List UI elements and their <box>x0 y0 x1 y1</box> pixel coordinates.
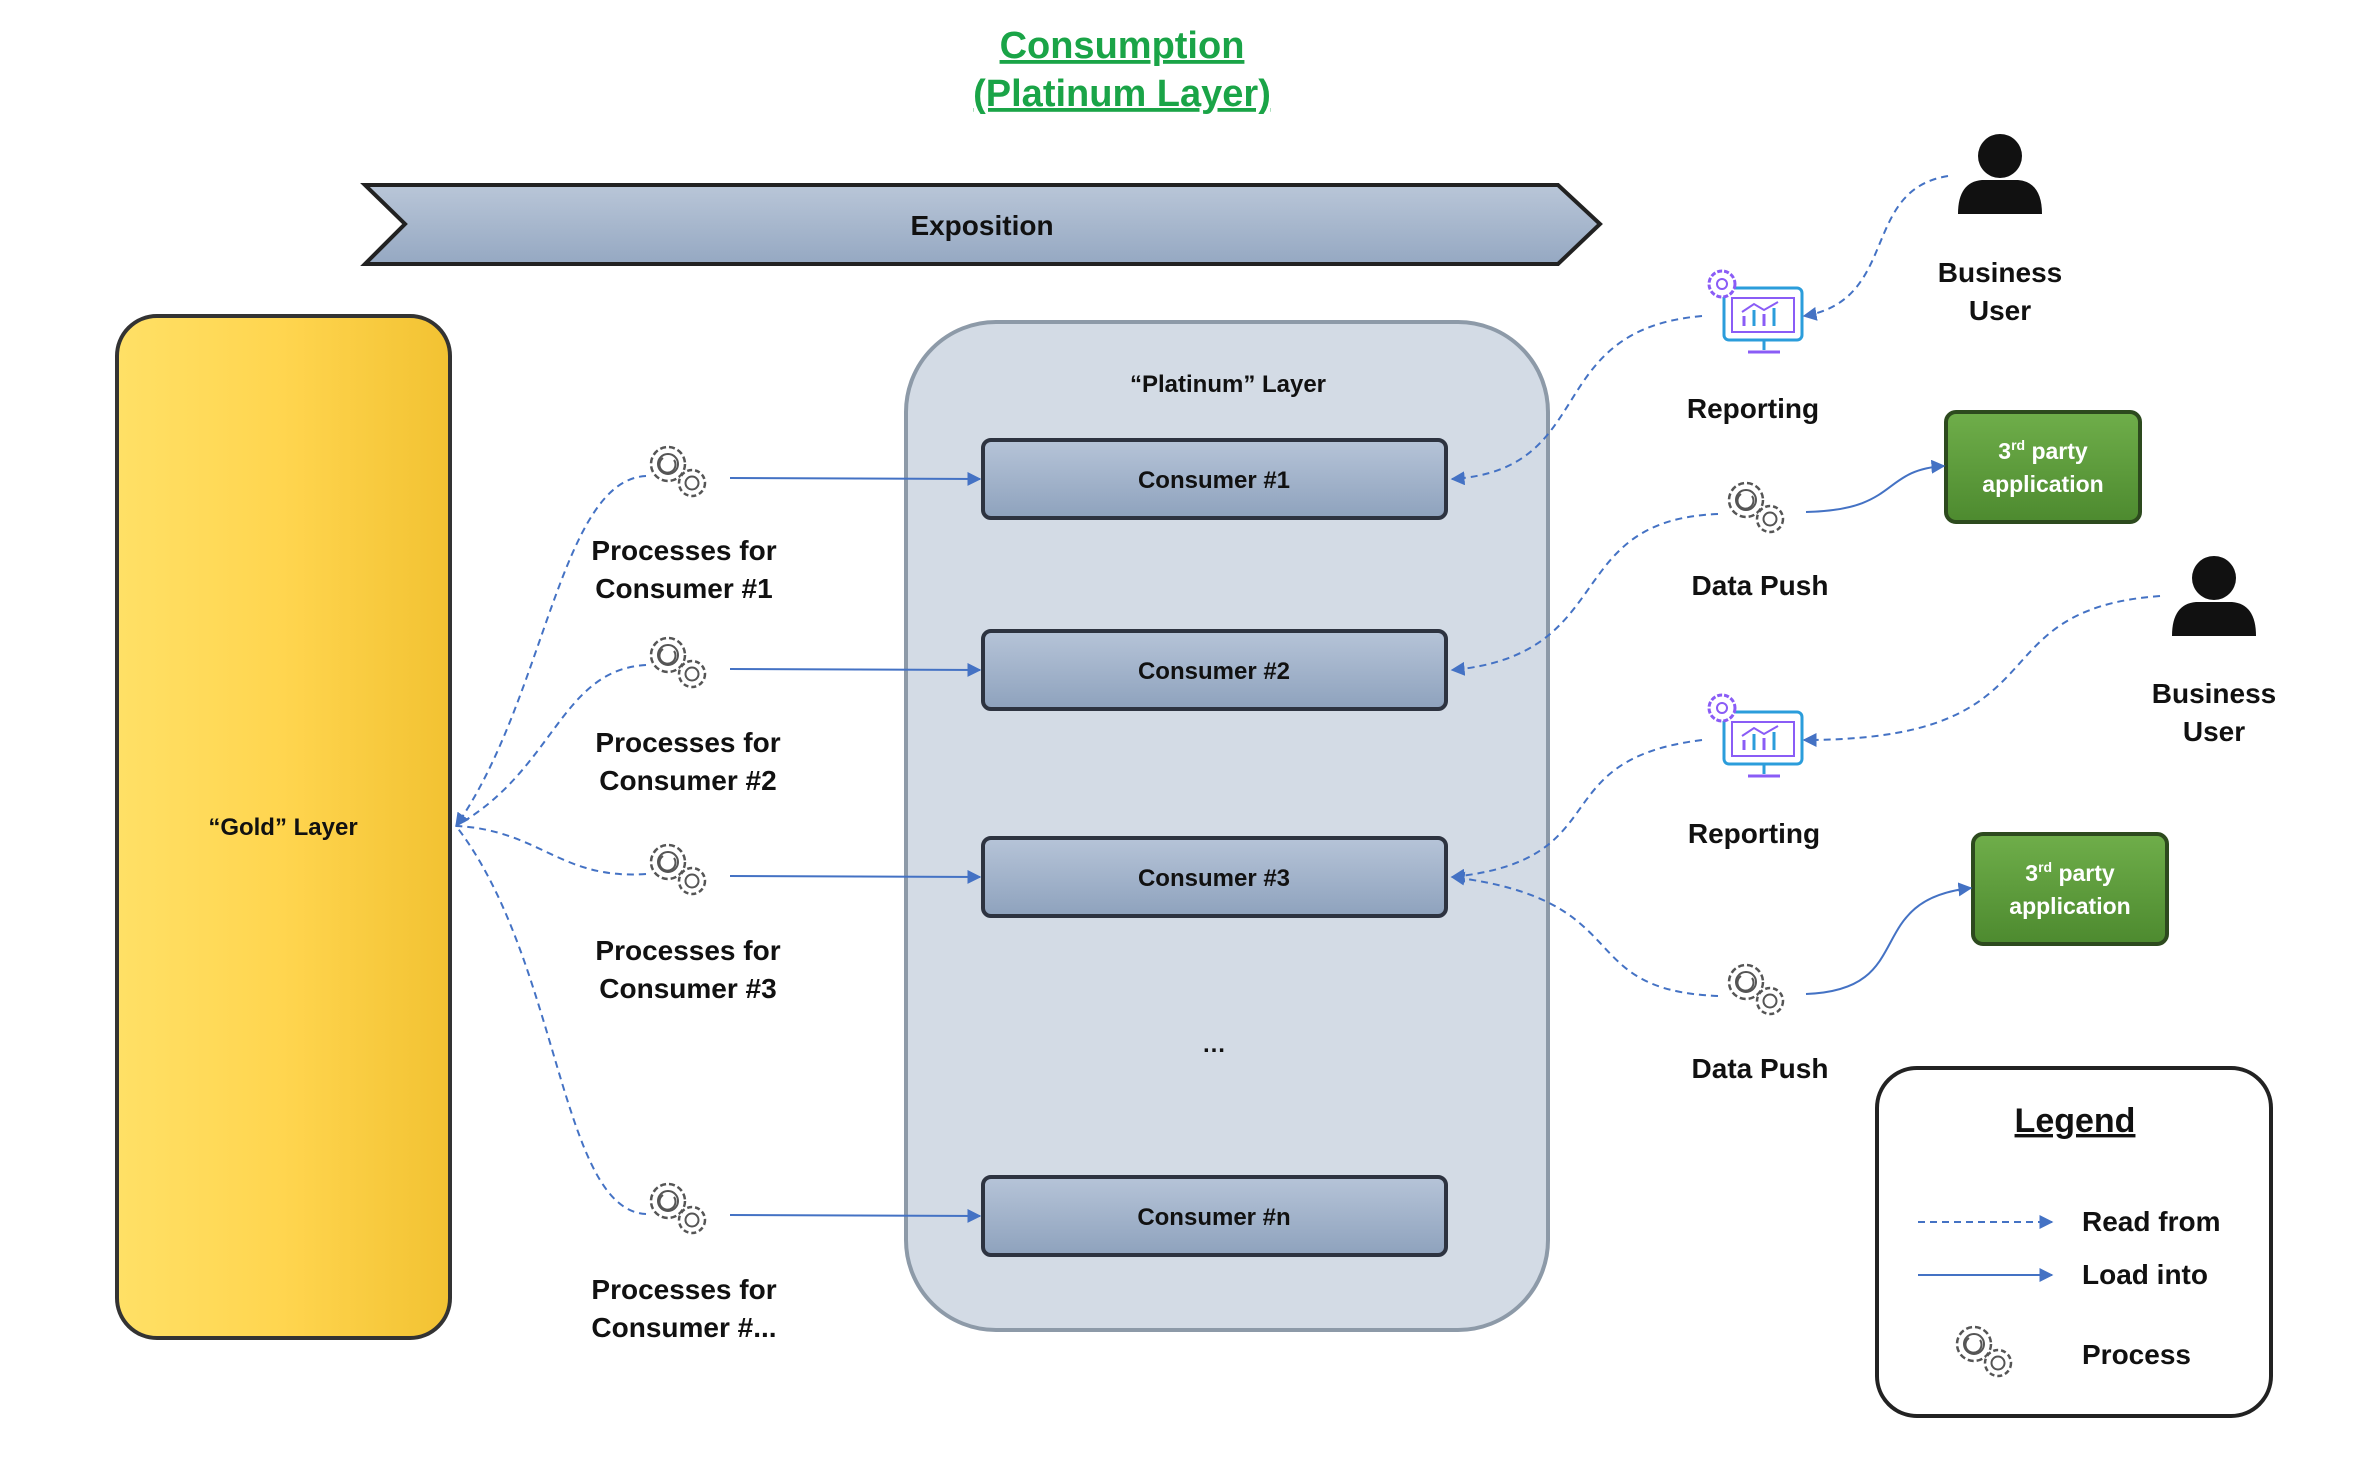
third-party-1-rest: party <box>2025 438 2088 464</box>
business-user-1-line2: User <box>1969 295 2031 326</box>
load-arrow-thirdparty-2 <box>1805 882 1973 995</box>
process-label-1a: Processes for <box>591 535 776 566</box>
gears-icon <box>1727 481 1785 534</box>
third-party-2-num: 3 <box>2025 860 2038 886</box>
svg-text:3rd party: 3rd party <box>1998 437 2088 464</box>
consumer-label-1: Consumer #1 <box>1138 467 1290 494</box>
load-arrow-3 <box>729 869 982 884</box>
process-label-1b: Consumer #1 <box>595 573 772 604</box>
load-arrow-2 <box>729 662 982 677</box>
business-user-2-line1: Business <box>2152 678 2277 709</box>
process-label-3a: Processes for <box>595 935 780 966</box>
consumer-label-3: Consumer #3 <box>1138 865 1290 892</box>
consumer-box-2: Consumer #2 <box>981 629 1448 711</box>
read-arrow-datapush-1 <box>1450 513 1719 676</box>
user-icon <box>1958 134 2042 214</box>
title-line-1: Consumption <box>1000 25 1245 67</box>
business-user-1-line1: Business <box>1938 257 2063 288</box>
reporting-1-label: Reporting <box>1687 393 1819 424</box>
business-user-2-line2: User <box>2183 716 2245 747</box>
title-line-2: (Platinum Layer) <box>973 73 1271 115</box>
gold-layer-label: “Gold” Layer <box>208 814 357 841</box>
data-push-1-label: Data Push <box>1692 570 1829 601</box>
read-arrow-datapush-2 <box>1450 871 1719 997</box>
reporting-monitor-icon <box>1707 269 1804 354</box>
platinum-layer: “Platinum” Layer <box>904 320 1550 1332</box>
read-arrow-reporting-2 <box>1450 739 1703 883</box>
gears-icon <box>649 445 707 498</box>
third-party-1-line2: application <box>1982 471 2103 497</box>
load-arrow-thirdparty-1 <box>1805 459 1946 513</box>
process-label-2a: Processes for <box>595 727 780 758</box>
read-arrow-reporting-1 <box>1450 315 1703 486</box>
third-party-app-1: 3rd party application <box>1944 410 2142 524</box>
load-arrow-n <box>729 1208 982 1223</box>
third-party-app-2: 3rd party application <box>1971 832 2169 946</box>
load-arrow-1 <box>729 471 982 486</box>
process-label-4b: Consumer #... <box>591 1312 776 1343</box>
legend-title: Legend <box>2015 1102 2136 1140</box>
process-label-3b: Consumer #3 <box>599 973 776 1004</box>
reporting-2-label: Reporting <box>1688 818 1820 849</box>
exposition-arrow: Exposition <box>360 183 1603 266</box>
third-party-2-sup: rd <box>2038 859 2052 875</box>
read-arrow-gold-3 <box>455 825 647 876</box>
consumer-label-2: Consumer #2 <box>1138 658 1290 685</box>
exposition-label: Exposition <box>910 210 1053 241</box>
gold-layer: “Gold” Layer <box>115 314 452 1340</box>
platinum-layer-label: “Platinum” Layer <box>1130 371 1326 398</box>
third-party-1-num: 3 <box>1998 438 2011 464</box>
legend-load-into: Load into <box>2082 1259 2208 1290</box>
gears-icon <box>1727 963 1785 1016</box>
legend-read-from: Read from <box>2082 1206 2220 1237</box>
read-arrow-gold-4 <box>455 825 647 1215</box>
svg-text:3rd party: 3rd party <box>2025 859 2115 886</box>
consumer-box-1: Consumer #1 <box>981 438 1448 520</box>
read-arrow-user-2 <box>1802 595 2161 747</box>
read-arrow-gold-2 <box>455 664 647 827</box>
gears-icon <box>649 843 707 896</box>
process-label-2b: Consumer #2 <box>599 765 776 796</box>
third-party-1-sup: rd <box>2011 437 2025 453</box>
third-party-2-line2: application <box>2009 893 2130 919</box>
legend: Legend Read from Load into Process <box>1875 1066 2273 1418</box>
consumer-label-n: Consumer #n <box>1137 1204 1290 1231</box>
reporting-monitor-icon <box>1707 693 1804 778</box>
read-arrow-user-1 <box>1802 175 1949 321</box>
user-icon <box>2172 556 2256 636</box>
consumer-ellipsis: … <box>1202 1031 1226 1058</box>
legend-process: Process <box>2082 1339 2191 1370</box>
gears-icon <box>649 636 707 689</box>
process-label-4a: Processes for <box>591 1274 776 1305</box>
third-party-2-rest: party <box>2052 860 2115 886</box>
consumer-box-3: Consumer #3 <box>981 836 1448 918</box>
consumer-box-n: Consumer #n <box>981 1175 1448 1257</box>
read-arrow-gold-1 <box>455 475 647 828</box>
gears-icon <box>649 1182 707 1235</box>
data-push-2-label: Data Push <box>1692 1053 1829 1084</box>
